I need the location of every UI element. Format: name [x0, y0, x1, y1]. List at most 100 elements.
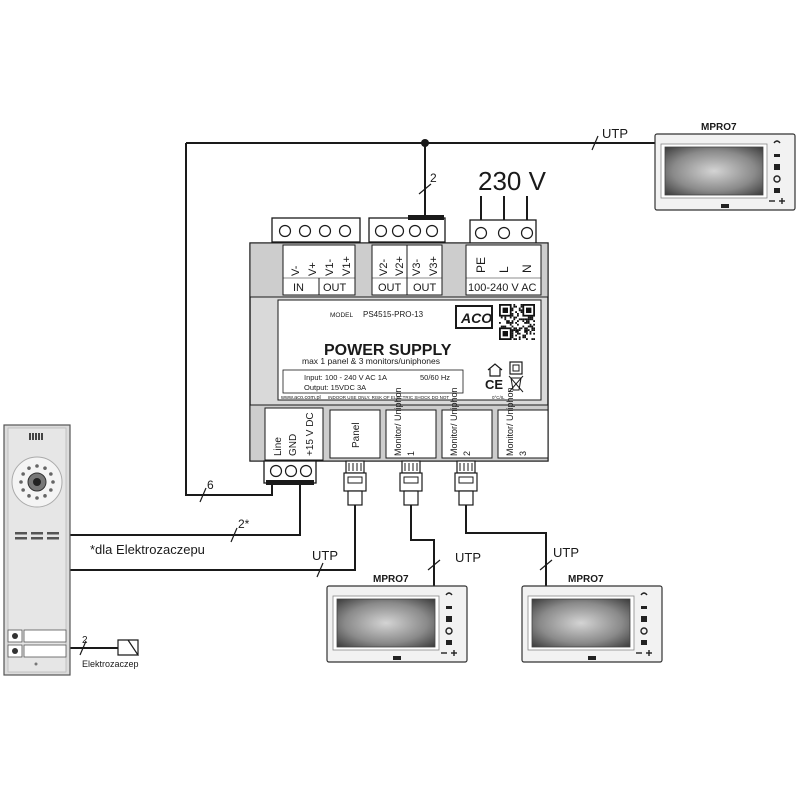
bottom-label-monitor2 [441, 409, 493, 459]
monitor-top-menu-button[interactable] [774, 154, 780, 157]
wire-ticks [79, 135, 599, 656]
bottom-label-panel-text: Panel [351, 422, 362, 448]
monitor-bottom-left-handset-icon[interactable] [445, 592, 453, 596]
website: www.aco.com.pl [280, 395, 321, 401]
name-plate-1 [23, 629, 67, 643]
bottom-label-power [264, 407, 324, 461]
call-button-2[interactable] [7, 644, 67, 658]
terminal-label-v2-plus: V2+ [394, 256, 406, 276]
monitor-bottom-right-menu-button[interactable] [641, 606, 647, 609]
bottom-label-gnd: GND [288, 434, 299, 456]
terminal-label-v-plus: V+ [307, 262, 319, 276]
monitor-top-brand-badge [721, 204, 729, 208]
monitor-bottom-right-door-button[interactable] [641, 640, 647, 645]
wire-utp-monitor-2 [410, 505, 435, 588]
weee-bin-icon [508, 375, 524, 393]
monitor-bottom-right: MPRO7 [521, 574, 663, 663]
monitor-port-label-3: Monitor/ Uniphon [505, 387, 515, 456]
rj45-plug-2 [399, 460, 423, 506]
monitor-bottom-left-door-button[interactable] [446, 640, 452, 645]
monitor-bottom-left-model-label: MPRO7 [373, 574, 409, 585]
monitor-top-door-button[interactable] [774, 188, 780, 193]
monitor-top-power-button[interactable] [773, 175, 781, 183]
tick-2-top [418, 183, 432, 195]
wire-2-star-lock [70, 480, 301, 536]
name-plate-2 [23, 644, 67, 658]
monitor-top: MPRO7 [654, 122, 796, 211]
wire-utp-monitor-3 [465, 505, 547, 588]
tick-2-lock [79, 640, 87, 656]
bottom-label-panel [329, 409, 381, 459]
monitor-bottom-left: MPRO7 [326, 574, 468, 663]
footer-code: 0°C/IL [492, 395, 505, 400]
aco-logo [455, 305, 493, 329]
wires [70, 142, 655, 649]
label-out: OUT [323, 282, 347, 294]
monitor-port-number-3: 3 [518, 451, 528, 456]
tick-2-star [230, 527, 238, 543]
terminal-screws-mid [374, 224, 439, 238]
lock-label: Elektrozaczep [82, 659, 139, 669]
house-icon [487, 363, 503, 377]
speaker-grille [15, 532, 59, 540]
rating-input: Input: 100 - 240 V AC 1A [304, 373, 387, 382]
mains-rating-label: 100-240 V AC [468, 282, 537, 294]
tick-utp-m3 [539, 559, 553, 571]
wire-2-lock-label: 2 [82, 635, 88, 646]
tick-utp-m2 [427, 559, 441, 571]
monitor-bottom-right-power-button[interactable] [640, 627, 648, 635]
bell-icon [12, 633, 18, 639]
ce-mark: CE [485, 377, 503, 392]
monitor-bottom-left-power-button[interactable] [445, 627, 453, 635]
terminal-screws-bottom [269, 464, 313, 478]
monitor-top-lock-button[interactable] [774, 164, 780, 170]
terminal-screws-mains [474, 226, 534, 240]
tick-utp-top [591, 135, 599, 151]
bell-icon [12, 648, 18, 654]
monitor-bottom-left-menu-button[interactable] [446, 606, 452, 609]
terminal-label-v3-plus: V3+ [428, 256, 440, 276]
bottom-label-monitor1 [385, 409, 437, 459]
monitor-port-label-1: Monitor/ Uniphon [393, 387, 403, 456]
electric-lock: Elektrozaczep [82, 639, 140, 669]
lock-note: *dla Elektrozaczepu [90, 542, 205, 557]
terminal-label-v2-minus: V2- [378, 259, 390, 276]
rj45-plug-1 [343, 460, 367, 506]
wire-6-label: 6 [207, 478, 214, 492]
monitor-bottom-left-brand-badge [393, 656, 401, 660]
monitor-bottom-right-model-label: MPRO7 [568, 574, 604, 585]
lock-symbol [117, 639, 140, 656]
utp-m3-label: UTP [553, 545, 579, 560]
rj45-plug-3 [454, 460, 478, 506]
monitor-top-model-label: MPRO7 [701, 122, 737, 133]
terminal-label-v-minus: V- [290, 265, 302, 276]
psu-subtitle: max 1 panel & 3 monitors/uniphones [302, 356, 440, 366]
utp-top-label: UTP [602, 126, 628, 141]
monitor-bottom-left-lock-button[interactable] [446, 616, 452, 622]
top-terminal-labels: V- V+ V1- V1+ V2- V2+ V3- V3+ PE L N [290, 256, 534, 276]
label-in: IN [293, 282, 304, 294]
aco-logo-text: ACO [460, 310, 492, 326]
monitor-bottom-right-screen [531, 598, 631, 648]
psu-title: POWER SUPPLY [324, 342, 452, 359]
label-out2: OUT [378, 282, 402, 294]
monitor-bottom-right-handset-icon[interactable] [640, 592, 648, 596]
terminal-label-l: L [497, 266, 511, 273]
wire-2-star-label: 2* [238, 517, 250, 531]
wire-utp-panel [70, 505, 356, 571]
terminal-label-v1-minus: V1- [324, 259, 336, 276]
tick-utp-panel [316, 562, 324, 578]
wire-2-plug [408, 215, 444, 220]
terminal-label-pe: PE [474, 257, 488, 273]
call-button-1[interactable] [7, 629, 67, 643]
rating-freq: 50/60 Hz [420, 373, 450, 382]
utp-panel-label: UTP [312, 548, 338, 563]
rating-box [282, 369, 464, 394]
wire-2-top-label: 2 [430, 171, 437, 185]
terminal-screws-left [278, 224, 352, 238]
monitor-bottom-right-lock-button[interactable] [641, 616, 647, 622]
monitor-top-handset-icon[interactable] [773, 140, 781, 144]
bottom-label-monitor3 [497, 409, 549, 459]
